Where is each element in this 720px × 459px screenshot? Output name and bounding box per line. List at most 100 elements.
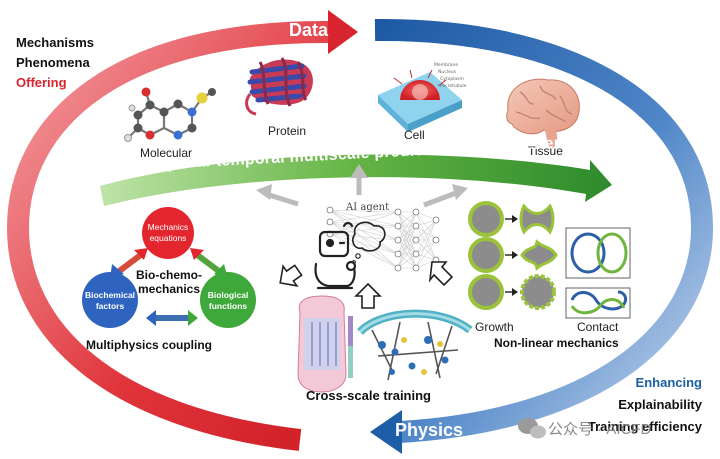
nn-edge [329, 209, 399, 241]
outline-arrow-from-coupling [279, 264, 303, 287]
nn-edge [415, 239, 437, 255]
mechanics-node [142, 207, 194, 259]
watermark-text: 公众号 · AICFD [548, 421, 652, 438]
nn-edge [329, 233, 399, 269]
nn-edge [397, 211, 417, 241]
nn-node [326, 206, 334, 214]
svg-text:Nucleus: Nucleus [438, 69, 457, 75]
physics-cycle-arrow [370, 18, 714, 454]
nn-node [432, 236, 440, 244]
physics-cycle-label: Physics [395, 420, 464, 440]
nn-edge [397, 239, 417, 269]
nn-node [394, 222, 402, 230]
enhancing-label: Enhancing [635, 375, 702, 390]
robot-icon [314, 221, 386, 290]
data-cycle-label: Data [289, 20, 329, 40]
outline-arrow-from-mechanics [428, 261, 454, 287]
mechanics-label-2: equations [150, 233, 187, 243]
nn-edge [415, 219, 437, 241]
molecular-label: Molecular [140, 146, 193, 160]
bio-chemo-mechanics-line-1: Bio-chemo- [136, 268, 202, 282]
mechanisms-label: Mechanisms [16, 35, 95, 50]
nn-edge [415, 219, 437, 227]
biochemical-label-1: Biochemical [85, 290, 135, 300]
nn-edge [415, 239, 437, 269]
contact-simulation-icon [565, 227, 631, 319]
growth-label: Growth [475, 320, 514, 334]
molecule-icon [124, 87, 216, 142]
nn-edge [329, 221, 399, 241]
svg-text:Membrane: Membrane [434, 62, 458, 68]
nn-edge [397, 253, 417, 269]
protein-label: Protein [268, 124, 307, 138]
nn-edge [397, 211, 417, 255]
bio-chemo-mechanics-line-2: mechanics [137, 282, 201, 296]
biochemical-label-2: factors [96, 301, 125, 311]
nn-edge [329, 209, 399, 227]
nn-edge [415, 211, 437, 221]
grey-arrow-left [256, 184, 299, 207]
training-efficiency-label: Training efficiency [587, 419, 702, 434]
grey-arrow-up [350, 164, 368, 195]
wechat-logo-icon [518, 418, 546, 439]
data-cycle-arrow [6, 10, 358, 451]
nn-edge [329, 209, 399, 255]
growth-simulation-icon [468, 201, 558, 310]
nn-edge [397, 211, 417, 227]
nn-node [394, 264, 402, 272]
nn-edge [415, 219, 437, 269]
nn-edge [329, 233, 399, 255]
mechanics-label-1: Mechanics [148, 222, 189, 232]
nn-edge [329, 221, 399, 227]
protein-icon [245, 57, 313, 116]
nn-edge [329, 221, 399, 269]
nn-edge [329, 211, 399, 223]
cytoskeleton-icon [357, 309, 473, 381]
nn-node [394, 250, 402, 258]
nn-node [412, 236, 420, 244]
cell-label: Cell [404, 128, 425, 142]
outline-arrow-from-training [354, 282, 382, 309]
nn-edge [329, 209, 399, 213]
nn-edge [415, 211, 437, 261]
nn-node [394, 208, 402, 216]
tissue-label: Tissue [528, 144, 563, 158]
embryo-simulation-icon [297, 295, 353, 393]
contact-label: Contact [577, 320, 619, 334]
nn-node [412, 264, 420, 272]
nn-edge [415, 225, 437, 241]
nn-edge [329, 221, 399, 255]
neural-network-icon [329, 209, 437, 269]
cross-scale-training-caption: Cross-scale training [306, 388, 431, 403]
nn-edge [329, 233, 399, 241]
phenomena-label: Phenomena [16, 55, 90, 70]
ai-agent-label: AI agent [346, 202, 390, 213]
nn-edge [329, 209, 399, 269]
nn-node [432, 216, 440, 224]
explainability-label: Explainability [618, 397, 702, 412]
neural-network-nodes [326, 206, 440, 272]
svg-text:Microtubule: Microtubule [440, 83, 467, 89]
nn-node [412, 208, 420, 216]
nn-edge [415, 225, 437, 261]
offering-label: Offering [16, 75, 67, 90]
svg-text:Cytoplasm: Cytoplasm [440, 76, 464, 82]
grey-arrow-right [423, 184, 468, 208]
biological-label-2: functions [209, 301, 248, 311]
nn-node [326, 218, 334, 226]
biochemical-node [82, 272, 138, 328]
nn-node [412, 222, 420, 230]
nn-edge [397, 211, 417, 269]
nn-edge [415, 239, 437, 261]
nn-node [394, 236, 402, 244]
nn-node [412, 250, 420, 258]
nn-edge [415, 219, 437, 255]
nn-edge [415, 253, 437, 261]
non-linear-mechanics-caption: Non-linear mechanics [494, 336, 619, 350]
bio-chemo-mechanics-label: Bio-chemo- mechanics [136, 268, 202, 296]
multiphysics-coupling-caption: Multiphysics coupling [86, 338, 213, 352]
brain-icon [506, 78, 580, 148]
biological-node [200, 272, 256, 328]
